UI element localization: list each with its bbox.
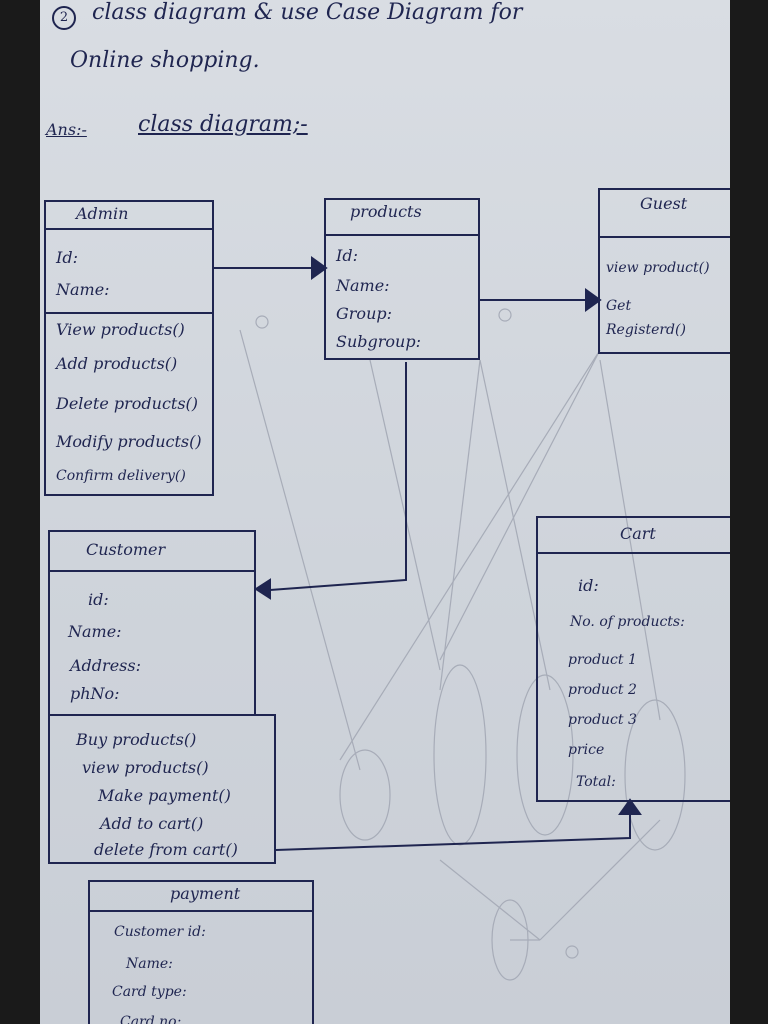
products-to-customer-arrow (254, 578, 271, 600)
products-attr-id: Id: (336, 246, 358, 265)
products-to-customer-line (269, 362, 407, 591)
class-admin-name: Admin (76, 204, 129, 223)
title-line-2: Online shopping. (70, 48, 260, 73)
customer-attr-phno: phNo: (70, 684, 120, 703)
customer-method-3: Make payment() (98, 786, 231, 805)
cart-attr-count: No. of products: (570, 614, 685, 630)
class-cart-divider (538, 552, 730, 554)
cart-attr-product3: product 3 (568, 712, 637, 728)
products-attr-name: Name: (336, 276, 390, 295)
admin-method-2: Add products() (56, 354, 178, 373)
cart-attr-product2: product 2 (568, 682, 637, 698)
products-attr-group: Group: (336, 304, 392, 323)
payment-attr-name: Name: (126, 956, 173, 972)
question-number-circle: 2 (52, 6, 76, 30)
guest-method-3: Registerd() (606, 322, 686, 338)
customer-attr-address: Address: (70, 656, 141, 675)
admin-method-3: Delete products() (56, 394, 199, 413)
answer-title: class diagram;- (138, 112, 308, 137)
usecase-ghost-sketch (239, 308, 686, 981)
class-payment: payment Customer id: Name: Card type: Ca… (88, 880, 314, 1024)
admin-method-5: Confirm delivery() (56, 468, 186, 484)
customer-method-4: Add to cart() (100, 814, 204, 833)
notebook-page: 2 class diagram & use Case Diagram for O… (40, 0, 730, 1024)
admin-attr-name: Name: (56, 280, 110, 299)
customer-to-cart-arrow (618, 798, 642, 815)
class-products-divider (326, 234, 478, 236)
payment-attr-card-type: Card type: (112, 984, 187, 1000)
guest-method-2: Get (606, 298, 632, 314)
class-payment-name: payment (170, 884, 241, 903)
class-guest-name: Guest (640, 194, 688, 213)
class-cart-name: Cart (620, 524, 656, 543)
class-guest: Guest view product() Get Registerd() (598, 188, 730, 354)
class-cart: Cart id: No. of products: product 1 prod… (536, 516, 730, 802)
class-customer-divider (50, 570, 254, 572)
class-admin-divider-2 (46, 312, 212, 314)
guest-method-1: view product() (606, 260, 710, 276)
customer-attr-id: id: (88, 590, 109, 609)
class-associations (214, 256, 642, 851)
question-number: 2 (52, 2, 76, 30)
cart-attr-price: price (568, 742, 605, 758)
payment-attr-customer-id: Customer id: (114, 924, 206, 940)
class-guest-divider (600, 236, 730, 238)
customer-method-5: delete from cart() (94, 840, 238, 859)
class-payment-divider (90, 910, 312, 912)
answer-prefix: Ans:- (46, 120, 87, 139)
class-admin-divider-1 (46, 228, 212, 230)
customer-method-2: view products() (82, 758, 209, 777)
class-admin: Admin Id: Name: View products() Add prod… (44, 200, 214, 496)
admin-attr-id: Id: (56, 248, 78, 267)
customer-method-1: Buy products() (76, 730, 197, 749)
admin-method-4: Modify products() (56, 432, 202, 451)
class-customer-name: Customer (86, 540, 166, 559)
cart-attr-product1: product 1 (568, 652, 637, 668)
products-attr-subgroup: Subgroup: (336, 332, 421, 351)
class-products: products Id: Name: Group: Subgroup: (324, 198, 480, 360)
customer-to-cart-line (275, 812, 631, 851)
payment-attr-card-no: Card no: (120, 1014, 182, 1024)
class-customer: Customer id: Name: Address: phNo: (48, 530, 256, 716)
title-line-1: class diagram & use Case Diagram for (92, 0, 523, 25)
class-products-name: products (350, 202, 422, 221)
class-customer-methods: Buy products() view products() Make paym… (48, 714, 276, 864)
customer-attr-name: Name: (68, 622, 122, 641)
cart-attr-total: Total: (576, 774, 616, 790)
admin-method-1: View products() (56, 320, 185, 339)
cart-attr-id: id: (578, 576, 599, 595)
